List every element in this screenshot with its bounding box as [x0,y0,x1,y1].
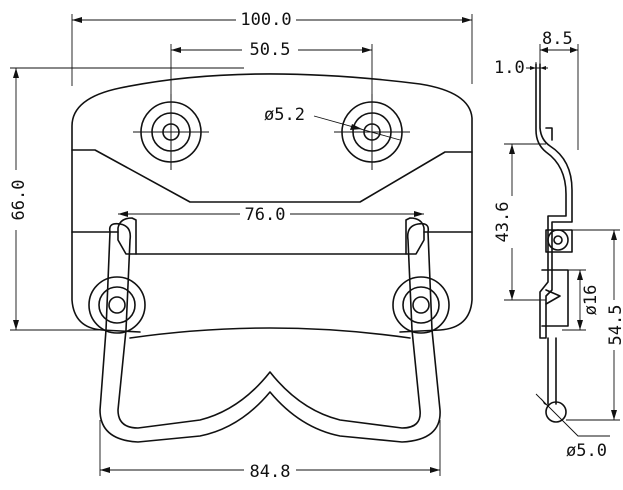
pivot-hole-left [88,276,146,334]
dim-handle-width: 84.8 [250,462,291,482]
dim-overall-height: 66.0 [9,180,29,221]
dim-side-depth: 8.5 [542,29,573,49]
dim-overall-width: 100.0 [240,10,291,30]
hinge-bracket-right [405,217,425,255]
dim-handle-drop: 54.5 [606,305,623,346]
front-view [71,73,473,443]
side-view [535,63,573,423]
top-flange-line [71,149,473,203]
dim-wire-diameter: ø5.0 [566,441,607,461]
dim-plate-thickness: 1.0 [494,58,525,78]
side-dimensions: 8.5 1.0 43.6 ø16 54.5 ø5.0 [493,29,623,461]
base-plate-outline [71,73,473,333]
pivot-hole-right [392,276,450,334]
wire-handle-outer [99,222,441,443]
dim-hole-diameter: ø5.2 [264,105,305,125]
dim-side-height: 43.6 [493,202,513,243]
dim-inner-span: 76.0 [245,205,286,225]
front-dimensions: 100.0 50.5 ø5.2 66.0 76.0 84.8 [7,8,473,482]
hinge-bracket-left [117,217,137,255]
dim-pivot-diameter: ø16 [581,285,601,316]
side-plate-profile [535,63,573,339]
dim-hole-spacing: 50.5 [250,40,291,60]
